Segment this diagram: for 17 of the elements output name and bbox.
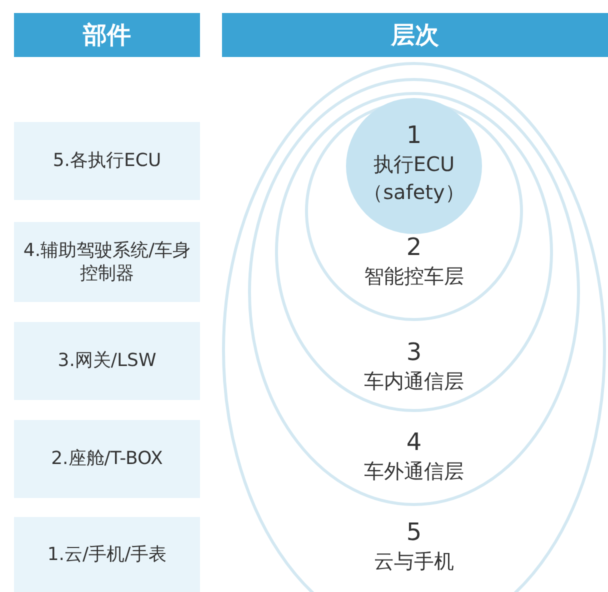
component-box: 3.网关/LSW [14, 322, 200, 400]
layer-number: 4 [405, 427, 423, 457]
component-box: 2.座舱/T-BOX [14, 420, 200, 498]
component-box: 1.云/手机/手表 [14, 517, 200, 592]
layer-name: 智能控车层 [363, 263, 465, 290]
layer-number: 5 [405, 517, 423, 547]
layer-name: 车外通信层 [363, 458, 465, 485]
component-box: 5.各执行ECU [14, 122, 200, 200]
component-box: 4.辅助驾驶系统/车身控制器 [14, 222, 200, 302]
column-header: 部件 [14, 13, 200, 57]
layer-name: 执行ECU（safety） [362, 151, 466, 206]
layer-name: 云与手机 [373, 548, 455, 575]
layer-name: 车内通信层 [363, 368, 465, 395]
layer-number: 1 [405, 120, 423, 150]
layer-number: 2 [405, 232, 423, 262]
column-header: 层次 [222, 13, 608, 57]
layer-number: 3 [405, 337, 423, 367]
